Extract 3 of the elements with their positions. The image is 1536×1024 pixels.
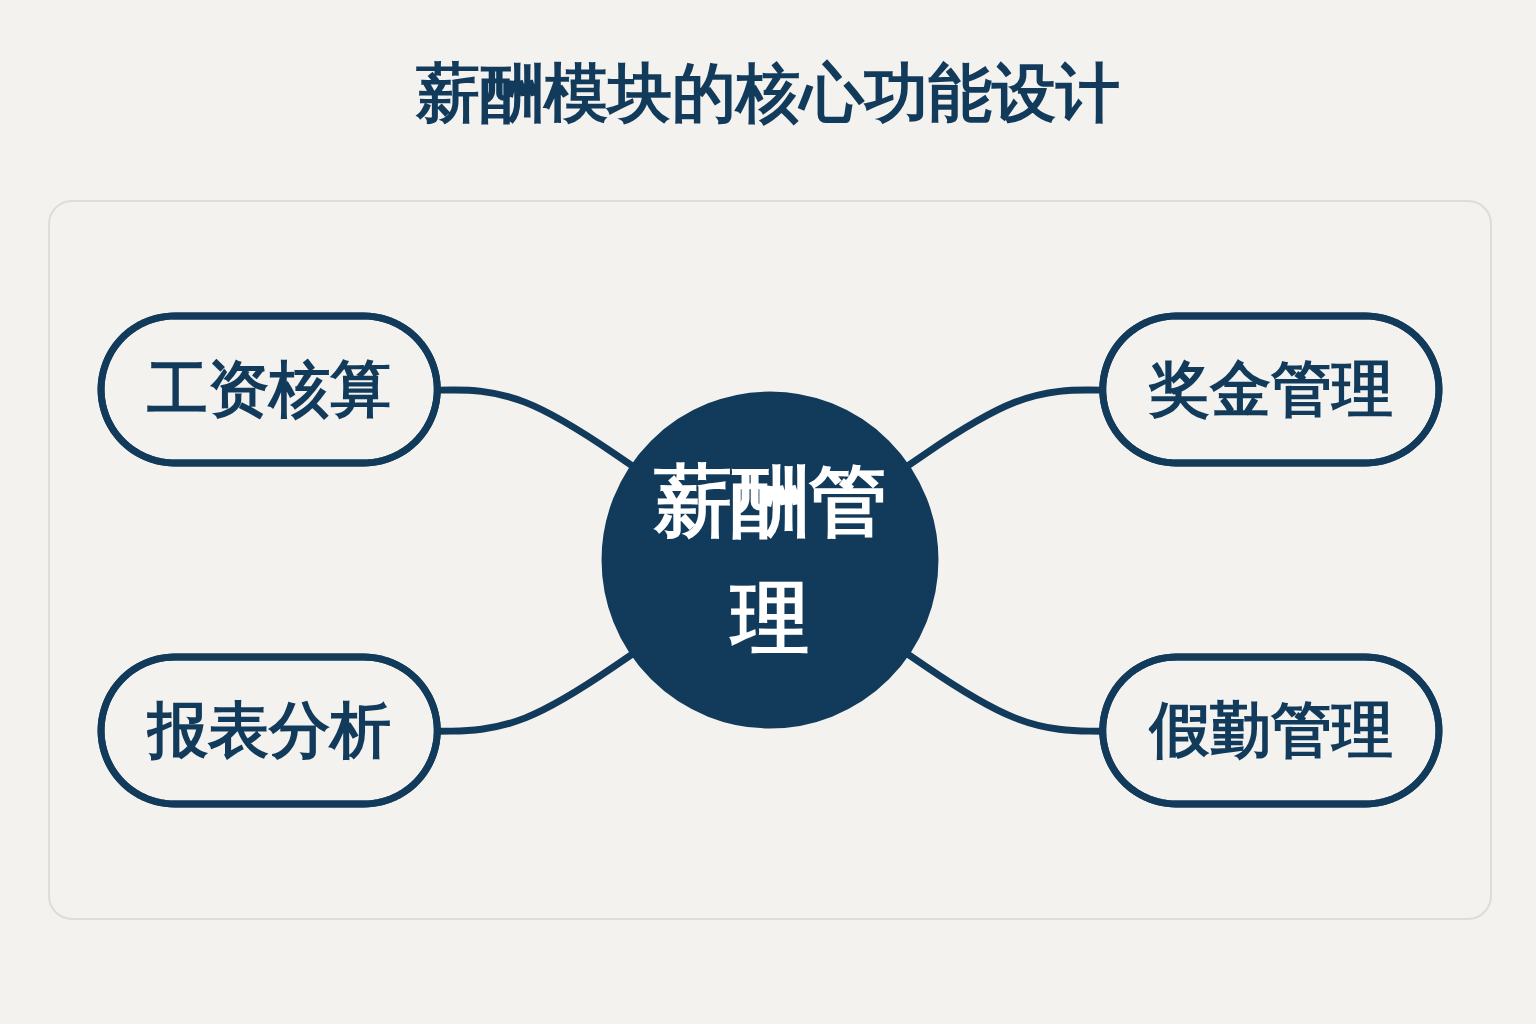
diagram-title: 薪酬模块的核心功能设计 [415, 55, 1121, 132]
panel-background: 工资核算 奖金管理 薪酬管理 报表分析 假勤管理 [48, 200, 1492, 920]
node-circle [601, 391, 939, 729]
